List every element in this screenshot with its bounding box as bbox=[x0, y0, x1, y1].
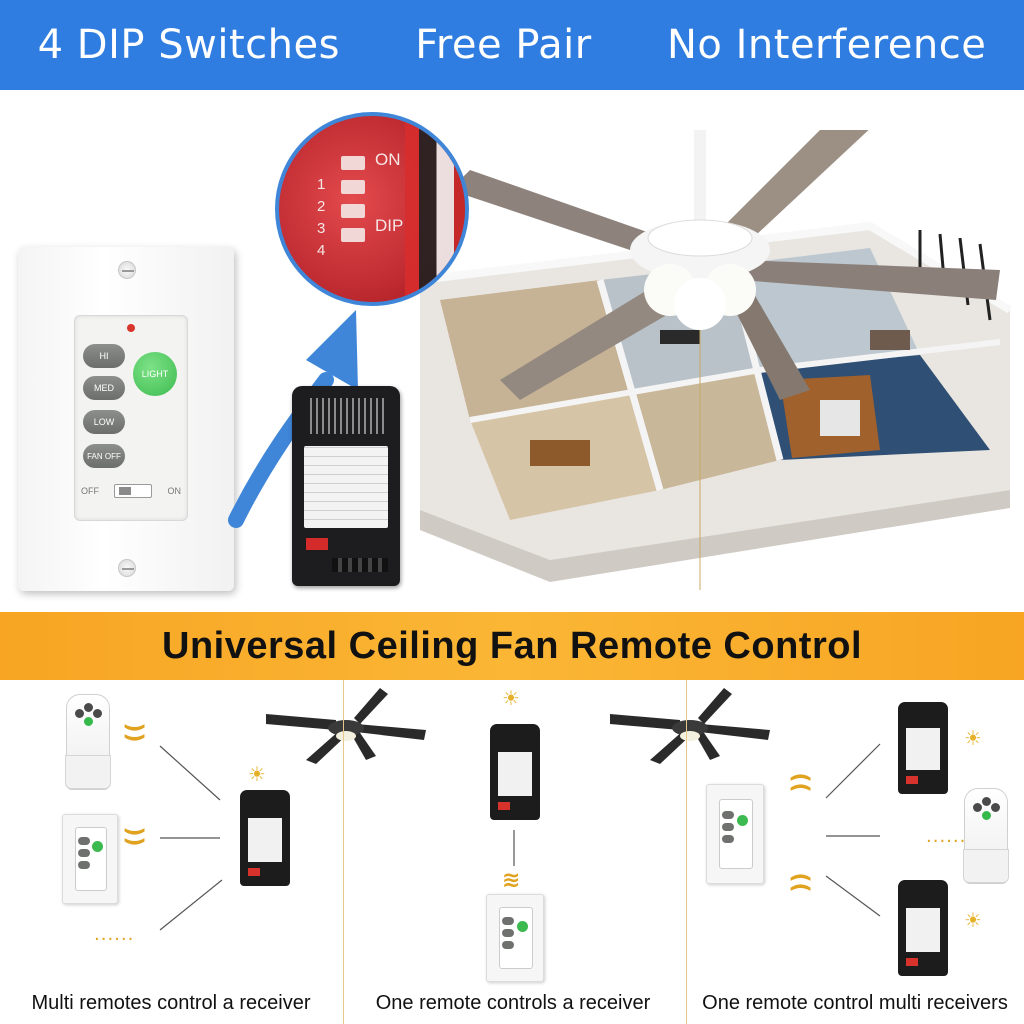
fan-receiver bbox=[292, 386, 400, 586]
caption-one-remote: One remote controls a receiver bbox=[375, 992, 651, 1014]
power-slide-switch[interactable] bbox=[114, 484, 153, 498]
banner-item-interference: No Interference bbox=[667, 22, 987, 68]
wires-illustration bbox=[405, 116, 465, 302]
dip-number-4: 4 bbox=[317, 242, 326, 259]
on-label: ON bbox=[167, 486, 182, 496]
handheld-remote-2 bbox=[963, 788, 1009, 884]
more-remotes-ellipsis: ...... bbox=[94, 924, 135, 945]
receiver-dip-switch[interactable] bbox=[306, 538, 328, 550]
dip-slot-3 bbox=[341, 204, 365, 218]
caption-multi-remotes: Multi remotes control a receiver bbox=[31, 992, 311, 1014]
connection-lines bbox=[159, 688, 881, 931]
dip-switch-zoom: 1 2 3 4 ON DIP bbox=[275, 112, 469, 306]
headline-bar: Universal Ceiling Fan Remote Control bbox=[0, 612, 1024, 680]
light-bulb-icon-2: ☀ bbox=[502, 686, 520, 710]
dip-number-2: 2 bbox=[317, 198, 326, 215]
hero-section: HI MED LOW FAN OFF LIGHT OFF ON 1 2 3 4 … bbox=[0, 90, 1024, 610]
ceiling-fan-icon-2 bbox=[610, 688, 770, 764]
house-illustration bbox=[419, 130, 1013, 590]
wall-switch-mini-3 bbox=[706, 784, 764, 884]
light-bulb-icon-1: ☀ bbox=[248, 762, 266, 786]
dip-number-1: 1 bbox=[317, 176, 326, 193]
light-bulb-icon-3: ☀ bbox=[964, 726, 982, 750]
fan-off-button[interactable]: FAN OFF bbox=[83, 444, 125, 468]
signal-waves-icon-1: )) bbox=[121, 722, 147, 743]
more-receivers-ellipsis: ...... bbox=[926, 826, 967, 847]
zoom-on-label: ON bbox=[375, 150, 401, 169]
caption-multi-receivers: One remote control multi receivers bbox=[702, 992, 1008, 1014]
dip-slot-1 bbox=[341, 156, 365, 170]
top-banner: 4 DIP Switches Free Pair No Interference bbox=[0, 0, 1024, 90]
dip-number-3: 3 bbox=[317, 220, 326, 237]
power-slide-row: OFF ON bbox=[81, 482, 181, 500]
wall-switch-plate: HI MED LOW FAN OFF LIGHT OFF ON bbox=[18, 247, 234, 591]
wifi-icon: ≋ bbox=[502, 868, 521, 893]
zoom-dip-label: DIP bbox=[375, 216, 404, 235]
signal-waves-icon-3: (( bbox=[787, 772, 813, 793]
low-button[interactable]: LOW bbox=[83, 410, 125, 434]
dip-slot-2 bbox=[341, 180, 365, 194]
ceiling-fan-icon-1 bbox=[266, 688, 426, 764]
wiring-diagram-sticker bbox=[304, 446, 388, 528]
headline-text: Universal Ceiling Fan Remote Control bbox=[162, 624, 862, 667]
dip-slot-4 bbox=[341, 228, 365, 242]
indicator-led bbox=[127, 324, 135, 332]
light-bulb-icon-4: ☀ bbox=[964, 908, 982, 932]
top-screw-icon bbox=[118, 261, 136, 279]
receiver-vents bbox=[306, 398, 386, 434]
signal-waves-icon-2: )) bbox=[121, 826, 147, 847]
hi-button[interactable]: HI bbox=[83, 344, 125, 368]
column-divider-2 bbox=[686, 680, 687, 1024]
banner-item-dip: 4 DIP Switches bbox=[37, 22, 340, 68]
signal-waves-icon-4: (( bbox=[787, 872, 813, 893]
wall-switch-mini-2 bbox=[486, 894, 544, 982]
receiver-terminal bbox=[332, 558, 388, 572]
receiver-mini-3 bbox=[898, 702, 948, 794]
wall-switch-mini-1 bbox=[62, 814, 118, 904]
light-button[interactable]: LIGHT bbox=[133, 352, 177, 396]
off-label: OFF bbox=[81, 486, 99, 496]
bottom-screw-icon bbox=[118, 559, 136, 577]
receiver-mini-1 bbox=[240, 790, 290, 886]
banner-item-pair: Free Pair bbox=[415, 22, 592, 68]
pairing-diagrams: )) )) ...... ☀ ☀ ≋ (( (( ☀ .. bbox=[0, 680, 1024, 1024]
column-divider-1 bbox=[343, 680, 344, 1024]
wall-switch-face: HI MED LOW FAN OFF LIGHT OFF ON bbox=[74, 315, 188, 521]
receiver-mini-2 bbox=[490, 724, 540, 820]
handheld-remote-1 bbox=[65, 694, 111, 790]
med-button[interactable]: MED bbox=[83, 376, 125, 400]
receiver-mini-4 bbox=[898, 880, 948, 976]
